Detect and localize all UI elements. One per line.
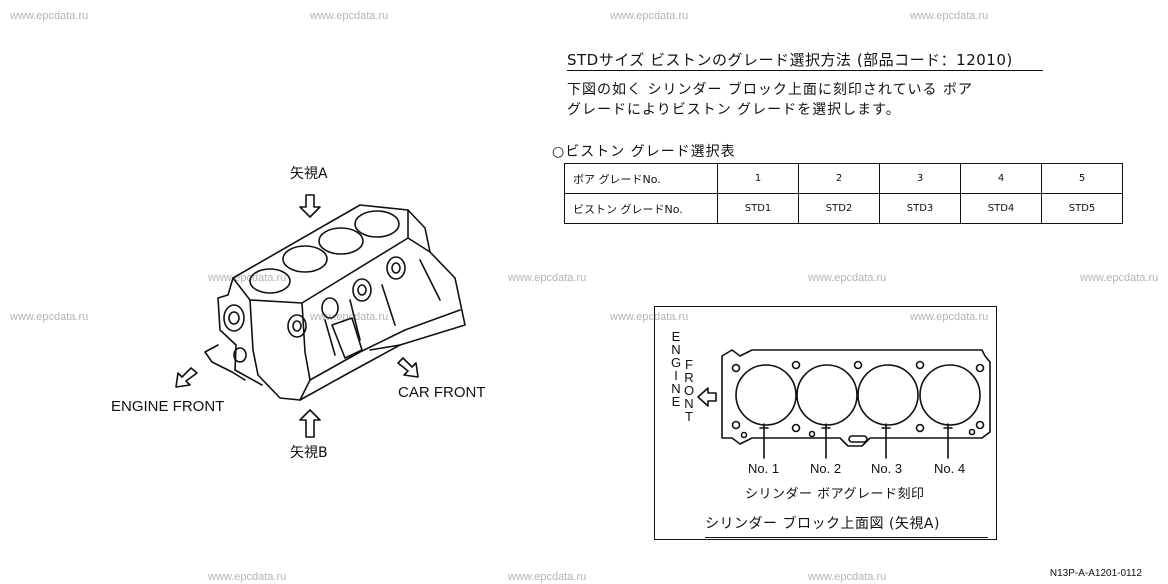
- front-arrow: [697, 387, 717, 407]
- table-cell: STD3: [879, 193, 961, 224]
- view-a-arrow: [299, 194, 321, 218]
- watermark: www.epcdata.ru: [208, 272, 287, 284]
- reference-code: N13P-A-A1201-0112: [1049, 568, 1142, 579]
- watermark: www.epcdata.ru: [310, 10, 389, 22]
- watermark: www.epcdata.ru: [808, 571, 887, 583]
- top-view-title: シリンダー ブロック上面図 (矢視A): [705, 516, 940, 532]
- table-cell: 1: [717, 163, 799, 194]
- watermark: www.epcdata.ru: [508, 272, 587, 284]
- table-cell: 2: [798, 163, 880, 194]
- page-title: STDサイズ ビストンのグレード選択方法 (部品コード：12010): [567, 51, 1013, 69]
- watermark: www.epcdata.ru: [610, 311, 689, 323]
- description: 下図の如く シリンダー ブロック上面に刻印されている ボア グレードによりビスト…: [567, 80, 973, 120]
- watermark: www.epcdata.ru: [808, 272, 887, 284]
- car-front-label: CAR FRONT: [398, 384, 486, 401]
- grade-table: ボア グレードNo. 1 2 3 4 5 ビストン グレードNo. STD1 S…: [564, 163, 1123, 224]
- watermark: www.epcdata.ru: [910, 10, 989, 22]
- watermark: www.epcdata.ru: [10, 311, 89, 323]
- table-cell: STD2: [798, 193, 880, 224]
- cylinder-label: No. 2: [810, 461, 842, 476]
- table-cell: 3: [879, 163, 961, 194]
- top-view-title-underline: [705, 537, 988, 538]
- table-cell: STD1: [717, 193, 799, 224]
- car-front-arrow: [397, 357, 419, 378]
- table-row: ビストン グレードNo. STD1 STD2 STD3 STD4 STD5: [564, 193, 1123, 224]
- table-cell: STD4: [960, 193, 1042, 224]
- table-title: ○ビストン グレード選択表: [552, 144, 736, 160]
- watermark: www.epcdata.ru: [910, 311, 989, 323]
- cylinder-label: No. 3: [871, 461, 903, 476]
- front-vertical-label: FRONT: [683, 357, 695, 424]
- engine-block-drawing: [204, 204, 466, 401]
- table-cell: 4: [960, 163, 1042, 194]
- row-header: ボア グレードNo.: [564, 163, 718, 194]
- table-cell: STD5: [1041, 193, 1123, 224]
- description-line: 下図の如く シリンダー ブロック上面に刻印されている ボア: [567, 82, 973, 98]
- table-row: ボア グレードNo. 1 2 3 4 5: [564, 163, 1123, 194]
- watermark: www.epcdata.ru: [610, 10, 689, 22]
- cylinder-label: No. 4: [934, 461, 966, 476]
- table-cell: 5: [1041, 163, 1123, 194]
- row-header: ビストン グレードNo.: [564, 193, 718, 224]
- engine-front-label: ENGINE FRONT: [111, 398, 225, 415]
- bore-grade-caption: シリンダー ボアグレード刻印: [745, 487, 925, 502]
- engine-vertical-label: ENGINE: [670, 329, 682, 409]
- view-b-arrow: [299, 409, 321, 438]
- watermark: www.epcdata.ru: [10, 10, 89, 22]
- watermark: www.epcdata.ru: [508, 571, 587, 583]
- cylinder-top-view-drawing: [721, 349, 991, 459]
- watermark: www.epcdata.ru: [310, 311, 389, 323]
- engine-front-arrow: [175, 367, 198, 388]
- cylinder-label: No. 1: [748, 461, 780, 476]
- view-a-label: 矢視A: [290, 166, 328, 182]
- title-underline: [567, 70, 1043, 71]
- watermark: www.epcdata.ru: [1080, 272, 1159, 284]
- top-view-frame: [654, 306, 997, 540]
- view-b-label: 矢視B: [290, 445, 328, 461]
- watermark: www.epcdata.ru: [208, 571, 287, 583]
- description-line: グレードによりビストン グレードを選択します。: [567, 102, 901, 118]
